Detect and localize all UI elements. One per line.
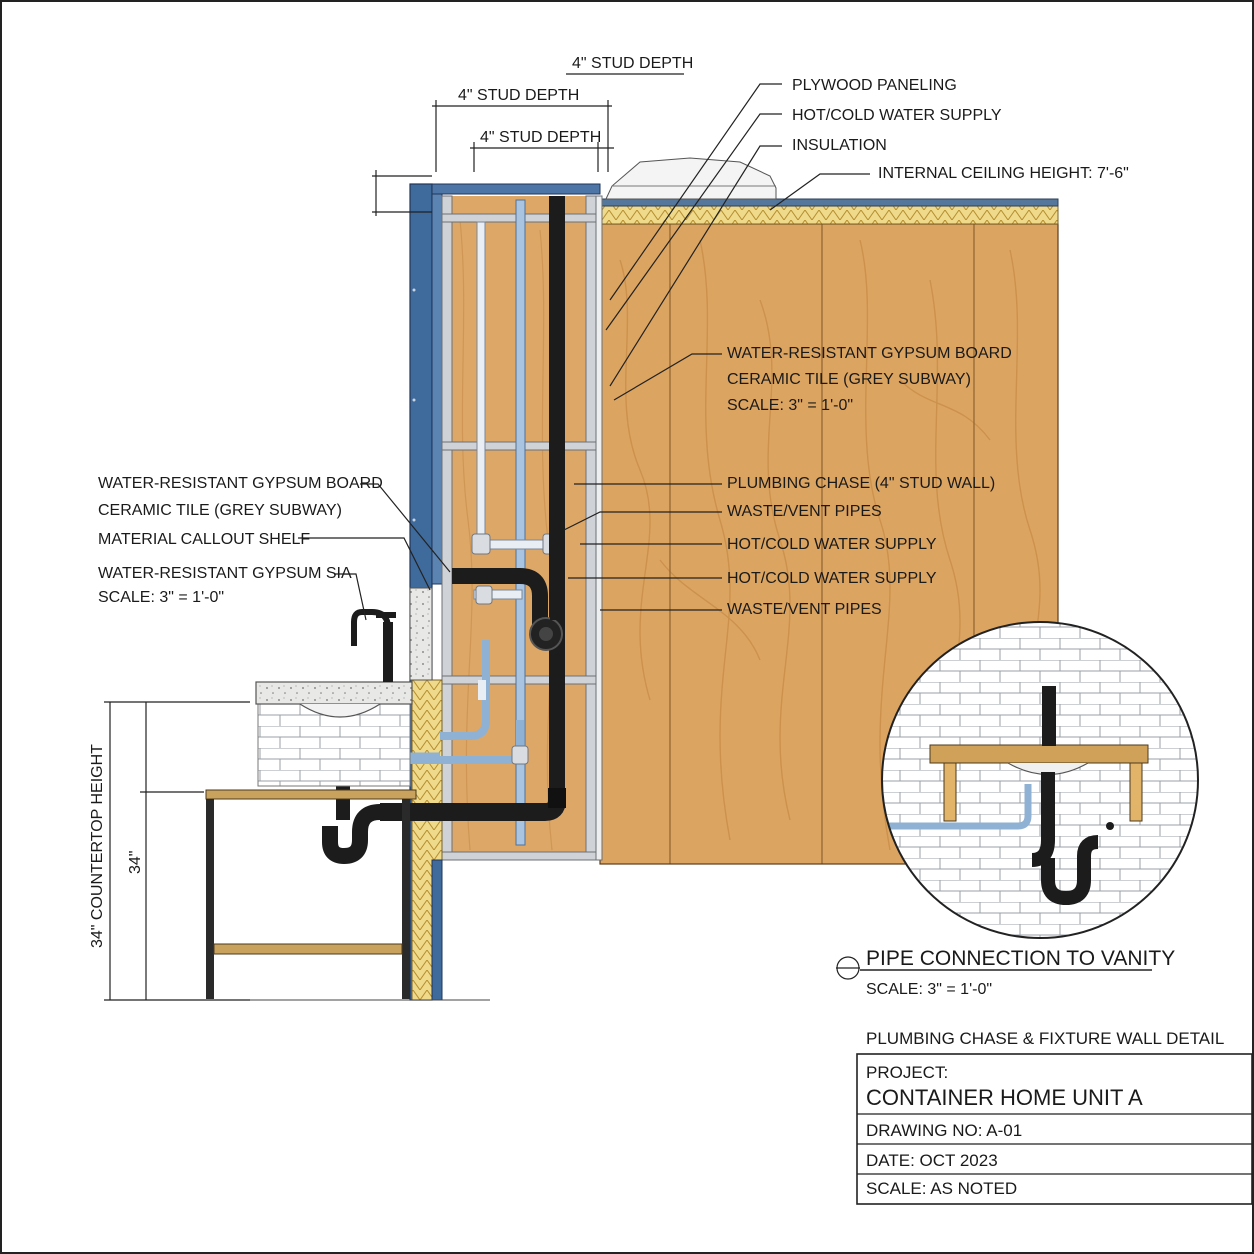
callout-scale: SCALE: 3" = 1'-0" [727, 397, 853, 414]
callout-ceramic-tile: CERAMIC TILE (GREY SUBWAY) [727, 371, 971, 388]
vanity-detail-circle [881, 621, 1199, 939]
callout-hot-cold-1: HOT/COLD WATER SUPPLY [727, 536, 937, 553]
callout-left-gypsum: WATER-RESISTANT GYPSUM BOARD [98, 475, 383, 492]
detail-title: PIPE CONNECTION TO VANITY [866, 947, 1175, 970]
detail-scale: SCALE: 3" = 1'-0" [866, 981, 992, 998]
callout-plumbing-chase: PLUMBING CHASE (4" STUD WALL) [727, 475, 995, 492]
drawing-date: DATE: OCT 2023 [866, 1151, 998, 1170]
callout-hot-cold-2: HOT/COLD WATER SUPPLY [727, 570, 937, 587]
countertop-dimension [104, 701, 250, 1001]
leader-lines [298, 83, 870, 621]
callout-water-supply-top: HOT/COLD WATER SUPPLY [792, 107, 1002, 124]
callout-waste-vent-2: WASTE/VENT PIPES [727, 601, 882, 618]
callout-left-gypsum-sia: WATER-RESISTANT GYPSUM SIA [98, 565, 352, 582]
project-name: CONTAINER HOME UNIT A [866, 1085, 1143, 1110]
waste-vent-pipes [322, 196, 566, 865]
callout-left-shelf: MATERIAL CALLOUT SHELF [98, 531, 310, 548]
stud-depth-label-top: 4" STUD DEPTH [572, 55, 693, 72]
countertop-value-label: 34" [127, 851, 144, 874]
callout-left-scale: SCALE: 3" = 1'-0" [98, 589, 224, 606]
title-block: PLUMBING CHASE & FIXTURE WALL DETAIL PRO… [856, 1029, 1253, 1205]
drawing-scale: SCALE: AS NOTED [866, 1179, 1017, 1198]
callout-gypsum-board: WATER-RESISTANT GYPSUM BOARD [727, 345, 1012, 362]
stud-depth-label-mid: 4" STUD DEPTH [458, 87, 579, 104]
callout-ceiling-height: INTERNAL CEILING HEIGHT: 7'-6" [878, 165, 1129, 182]
stud-depth-dimensions [372, 73, 684, 216]
drawing-number: DRAWING NO: A-01 [866, 1121, 1022, 1140]
floor-edge [431, 859, 443, 1001]
callout-left-tile: CERAMIC TILE (GREY SUBWAY) [98, 502, 342, 519]
project-label: PROJECT: [866, 1063, 948, 1082]
sheet-title: PLUMBING CHASE & FIXTURE WALL DETAIL [866, 1029, 1224, 1048]
callout-waste-vent-1: WASTE/VENT PIPES [727, 503, 882, 520]
stud-depth-label-low: 4" STUD DEPTH [480, 129, 601, 146]
callout-plywood: PLYWOOD PANELING [792, 77, 957, 94]
detail-marker [836, 956, 1152, 980]
vanity [205, 587, 433, 999]
countertop-height-label: 34" COUNTERTOP HEIGHT [89, 744, 106, 948]
callout-insulation: INSULATION [792, 137, 887, 154]
